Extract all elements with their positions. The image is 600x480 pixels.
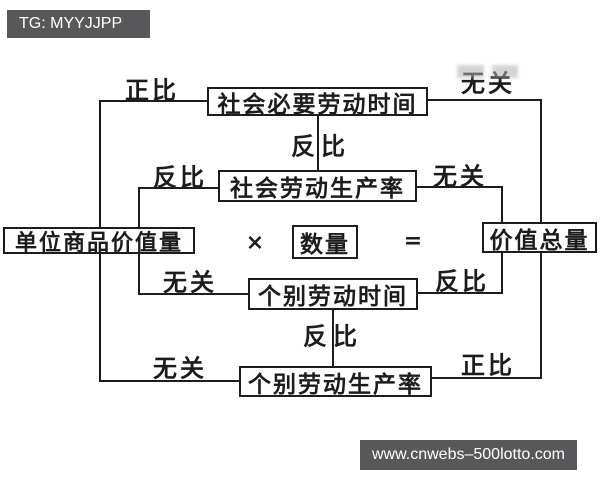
multiply-operator: ×	[245, 230, 265, 256]
connector-row5-left	[99, 380, 241, 382]
node-quantity: 数量	[292, 225, 358, 259]
relation-label-direct-top-left: 正比	[125, 78, 179, 105]
connector-row2-left	[138, 187, 220, 189]
connector-row2-right	[416, 186, 503, 188]
relation-label-unrelated-bottom-left: 无关	[153, 356, 207, 383]
connector-row1-left	[99, 100, 209, 102]
node-unit-commodity-value: 单位商品价值量	[3, 227, 195, 255]
connector-middle-upper-vertical	[317, 115, 319, 172]
telegram-watermark-badge: TG: MYYJJPP	[7, 10, 150, 38]
relation-label-inverse-middle-upper: 反比	[291, 134, 351, 161]
relation-label-unrelated-row2-right: 无关	[433, 164, 487, 191]
node-social-labor-productivity: 社会劳动生产率	[218, 170, 417, 202]
connector-middle-lower-vertical	[332, 308, 334, 368]
node-individual-labor-time: 个别劳动时间	[248, 278, 418, 310]
relation-label-inverse-middle-lower: 反比	[303, 324, 363, 351]
connector-row4-left	[138, 293, 250, 295]
equals-operator: =	[403, 228, 423, 254]
watermark-smudge	[492, 65, 518, 78]
watermark-smudge	[457, 65, 484, 78]
node-total-value: 价值总量	[482, 222, 597, 253]
connector-row4-right	[417, 292, 503, 294]
node-socially-necessary-labor-time: 社会必要劳动时间	[207, 87, 428, 117]
website-watermark-badge: www.cnwebs–500lotto.com	[360, 440, 577, 470]
relation-label-direct-bottom-right: 正比	[461, 353, 515, 380]
relation-label-inverse-row4-right: 反比	[435, 269, 489, 296]
connector-row5-right	[431, 377, 542, 379]
node-individual-labor-productivity: 个别劳动生产率	[239, 366, 432, 397]
relation-label-inverse-row2-left: 反比	[153, 165, 207, 192]
connector-row1-right	[427, 99, 542, 101]
relation-label-unrelated-row4-left: 无关	[163, 270, 217, 297]
